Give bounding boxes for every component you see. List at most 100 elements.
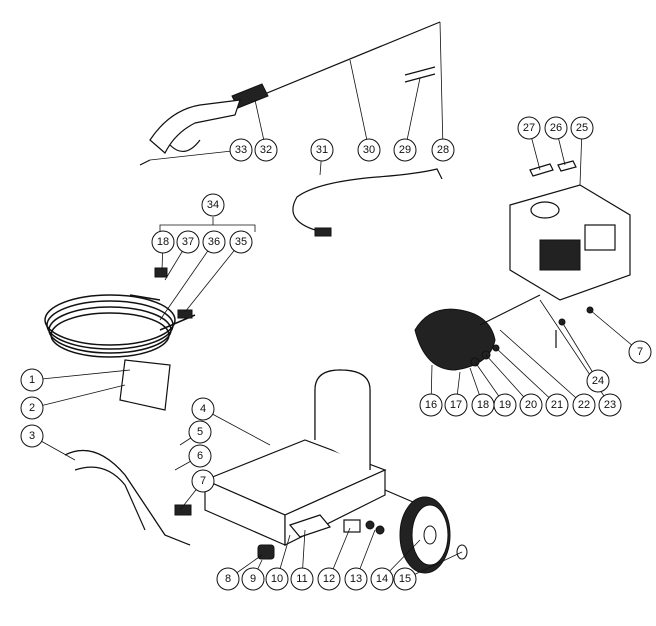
callout-circle <box>241 567 265 591</box>
callout-number: 21 <box>551 399 563 411</box>
leader-line <box>184 241 242 313</box>
callout-number: 15 <box>399 573 411 585</box>
callout-29: 29 <box>393 138 417 162</box>
callout-22: 22 <box>572 393 596 417</box>
callout-circle <box>202 230 226 254</box>
engine <box>509 160 631 301</box>
callout-number: 20 <box>525 399 537 411</box>
callout-number: 24 <box>592 375 604 387</box>
callout-2: 2 <box>20 396 44 420</box>
callout-circle <box>471 393 495 417</box>
callout-6: 6 <box>188 444 212 468</box>
callout-25: 25 <box>570 116 594 140</box>
callout-circle <box>317 567 341 591</box>
callout-number: 5 <box>197 426 203 438</box>
callout-number: 35 <box>235 236 247 248</box>
leader-line <box>31 369 131 381</box>
callout-number: 37 <box>182 236 194 248</box>
hose-fitting-end <box>177 309 193 319</box>
callout-37: 37 <box>176 230 200 254</box>
leader-line <box>439 21 444 151</box>
callout-circle <box>188 444 212 468</box>
spray-gun-wand <box>139 21 441 166</box>
callout-number: 18 <box>477 399 489 411</box>
label-decal <box>119 359 171 411</box>
callout-number: 4 <box>200 403 206 415</box>
callout-number: 36 <box>208 236 220 248</box>
callout-number: 23 <box>604 399 616 411</box>
callout-number: 27 <box>523 122 535 134</box>
leader-line <box>159 241 215 321</box>
callout-7: 7 <box>191 469 215 493</box>
callout-23: 23 <box>598 393 622 417</box>
callout-circle <box>20 424 44 448</box>
callout-9: 9 <box>241 567 265 591</box>
callout-number: 9 <box>250 573 256 585</box>
callout-26: 26 <box>544 116 568 140</box>
callout-18: 18 <box>151 230 175 254</box>
callout-number: 6 <box>197 450 203 462</box>
callout-27: 27 <box>517 116 541 140</box>
callout-number: 25 <box>576 122 588 134</box>
callout-circle <box>229 138 253 162</box>
callout-circle <box>290 567 314 591</box>
foot <box>257 544 275 560</box>
callout-circle <box>570 116 594 140</box>
callout-circle <box>370 567 394 591</box>
callout-number: 3 <box>29 430 35 442</box>
callout-circle <box>393 567 417 591</box>
leader-line <box>349 59 370 151</box>
leader-line <box>404 77 421 151</box>
callout-circle <box>545 393 569 417</box>
callout-circle <box>229 230 253 254</box>
callout-32: 32 <box>254 138 278 162</box>
callout-20: 20 <box>519 393 543 417</box>
callout-1: 1 <box>20 368 44 392</box>
callout-number: 34 <box>207 199 219 211</box>
callout-7: 7 <box>628 340 652 364</box>
callout-24: 24 <box>586 369 610 393</box>
leader-line <box>561 321 599 382</box>
callout-circle <box>419 393 443 417</box>
callout-3: 3 <box>20 424 44 448</box>
callout-circle <box>519 393 543 417</box>
wand-hose <box>292 168 443 233</box>
callout-19: 19 <box>493 393 517 417</box>
hose-fitting <box>314 227 332 237</box>
callout-15: 15 <box>393 567 417 591</box>
callout-number: 12 <box>323 573 335 585</box>
callout-circle <box>20 368 44 392</box>
callout-5: 5 <box>188 420 212 444</box>
callout-circle <box>216 567 240 591</box>
callout-circle <box>517 116 541 140</box>
callout-number: 32 <box>260 144 272 156</box>
callout-circle <box>444 393 468 417</box>
wheel <box>399 496 468 574</box>
callout-circle <box>201 193 225 217</box>
callout-12: 12 <box>317 567 341 591</box>
leader-line <box>202 408 271 446</box>
callout-number: 22 <box>578 399 590 411</box>
callout-number: 14 <box>376 573 388 585</box>
callout-number: 19 <box>499 399 511 411</box>
leader-line <box>31 384 126 409</box>
callout-31: 31 <box>310 138 334 162</box>
callout-30: 30 <box>357 138 381 162</box>
callout-number: 28 <box>437 144 449 156</box>
callout-circle <box>265 567 289 591</box>
decal <box>288 514 332 538</box>
callout-number: 13 <box>350 573 362 585</box>
callout-11: 11 <box>290 567 314 591</box>
callout-number: 11 <box>296 573 307 585</box>
callout-21: 21 <box>545 393 569 417</box>
handle <box>64 449 192 546</box>
callout-circle <box>188 420 212 444</box>
callout-number: 31 <box>316 144 328 156</box>
leader-line <box>149 149 242 161</box>
callout-circle <box>544 116 568 140</box>
callout-36: 36 <box>202 230 226 254</box>
callout-35: 35 <box>229 230 253 254</box>
leader-line <box>495 347 558 406</box>
